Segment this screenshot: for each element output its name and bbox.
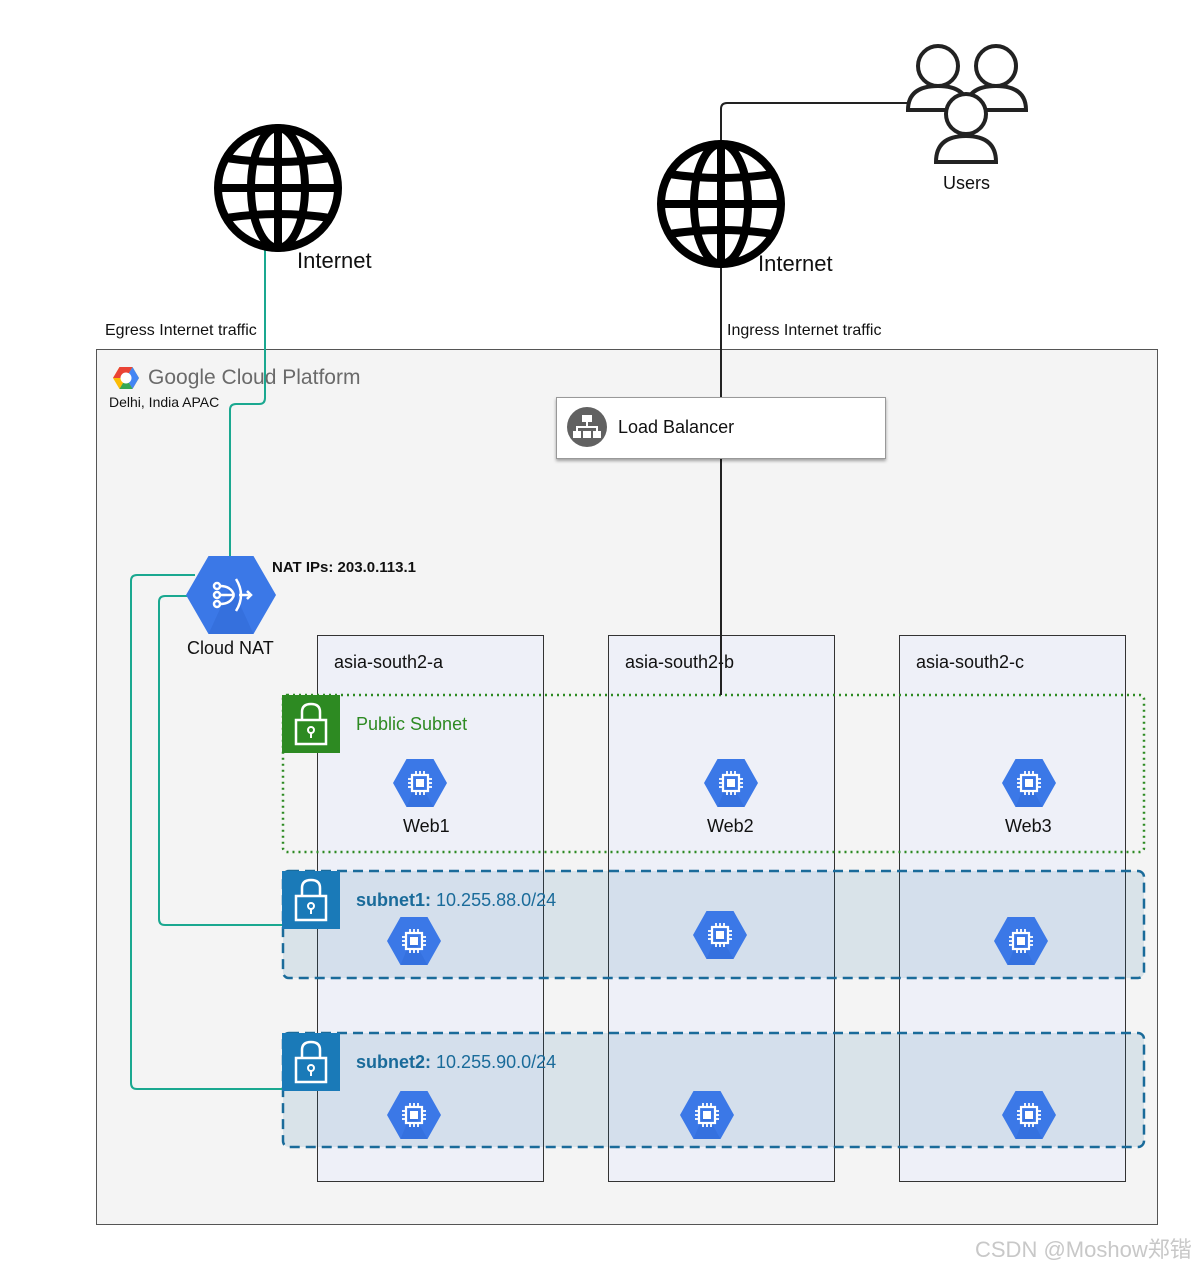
egress-line [229, 250, 266, 558]
zone-label: asia-south2-b [625, 652, 735, 672]
zone-asia-south2-c: asia-south2-c [899, 635, 1126, 1182]
internet-label-left: Internet [297, 248, 372, 273]
zone-label: asia-south2-a [334, 652, 444, 672]
vm-label-web1: Web1 [403, 816, 450, 836]
load-balancer-box: Load Balancer [556, 397, 886, 459]
public-subnet-boundary [281, 693, 1146, 854]
internet-label-right: Internet [758, 251, 833, 276]
ingress-label: Ingress Internet traffic [727, 322, 882, 339]
subnet2-label: subnet2: 10.255.90.0/24 [356, 1052, 556, 1073]
zone-asia-south2-a: asia-south2-a [317, 635, 544, 1182]
globe-icon [657, 140, 785, 268]
lock-icon [282, 871, 340, 929]
lock-icon [282, 1033, 340, 1091]
zone-label: asia-south2-c [916, 652, 1025, 672]
egress-label: Egress Internet traffic [105, 322, 257, 339]
subnet2-name: subnet2: [356, 1052, 432, 1072]
load-balancer-label: Load Balancer [618, 417, 735, 437]
globe-icon [214, 124, 342, 252]
subnet1-label: subnet1: 10.255.88.0/24 [356, 890, 556, 911]
subnet1-cidr: 10.255.88.0/24 [436, 890, 557, 910]
cloud-nat-icon [186, 556, 276, 634]
users-label: Users [943, 173, 991, 193]
nat-subnet1-line [158, 595, 283, 926]
vm-icon [702, 757, 760, 809]
zone-asia-south2-b: asia-south2-b [608, 635, 835, 1182]
public-subnet-label: Public Subnet [356, 714, 468, 734]
nat-subnet2-line [130, 574, 283, 1090]
users-icon [905, 44, 1029, 164]
vm-label-web3: Web3 [1005, 816, 1052, 836]
subnet1-name: subnet1: [356, 890, 432, 910]
watermark: CSDN @Moshow郑锴 [975, 1237, 1192, 1262]
gcp-region-label: Delhi, India APAC [109, 394, 220, 410]
vm-label-web2: Web2 [707, 816, 754, 836]
nat-ips-label: NAT IPs: 203.0.113.1 [272, 559, 416, 576]
gcp-logo-text: Google Cloud Platform [148, 366, 361, 389]
lock-icon [282, 695, 340, 753]
users-line [720, 102, 908, 145]
cloud-nat-label: Cloud NAT [187, 638, 274, 658]
subnet2-cidr: 10.255.90.0/24 [436, 1052, 557, 1072]
vm-icon [1000, 757, 1058, 809]
gcp-logo-icon [113, 367, 139, 389]
vm-icon [391, 757, 449, 809]
